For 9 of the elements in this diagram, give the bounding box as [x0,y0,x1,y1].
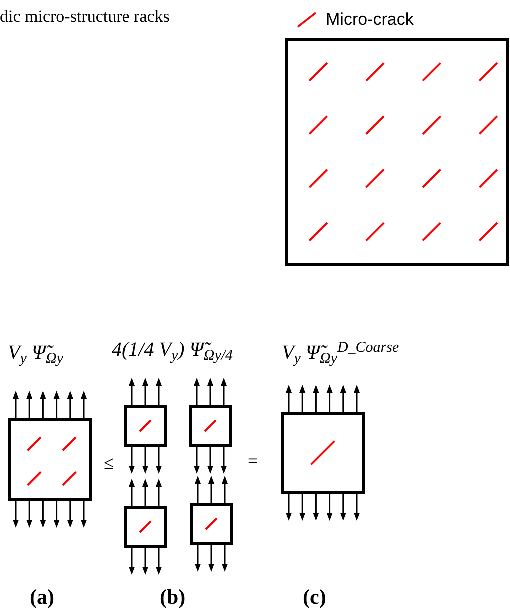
panel-label: (c) [303,584,328,611]
operator-symbol: ≤ [104,452,115,475]
formula: 4(1/4 V$_{y}$) Ψ̃$_{Ωy/4}$ [112,338,234,365]
panel-label: (b) [160,584,187,611]
title-text: dic micro-structure racks [0,6,170,28]
legend-text: Micro-crack [326,9,414,31]
operator-symbol: = [248,450,260,473]
formula: V$_{y}$ Ψ̃$_{Ωy}$ [8,341,64,368]
panel-label: (a) [30,584,56,611]
